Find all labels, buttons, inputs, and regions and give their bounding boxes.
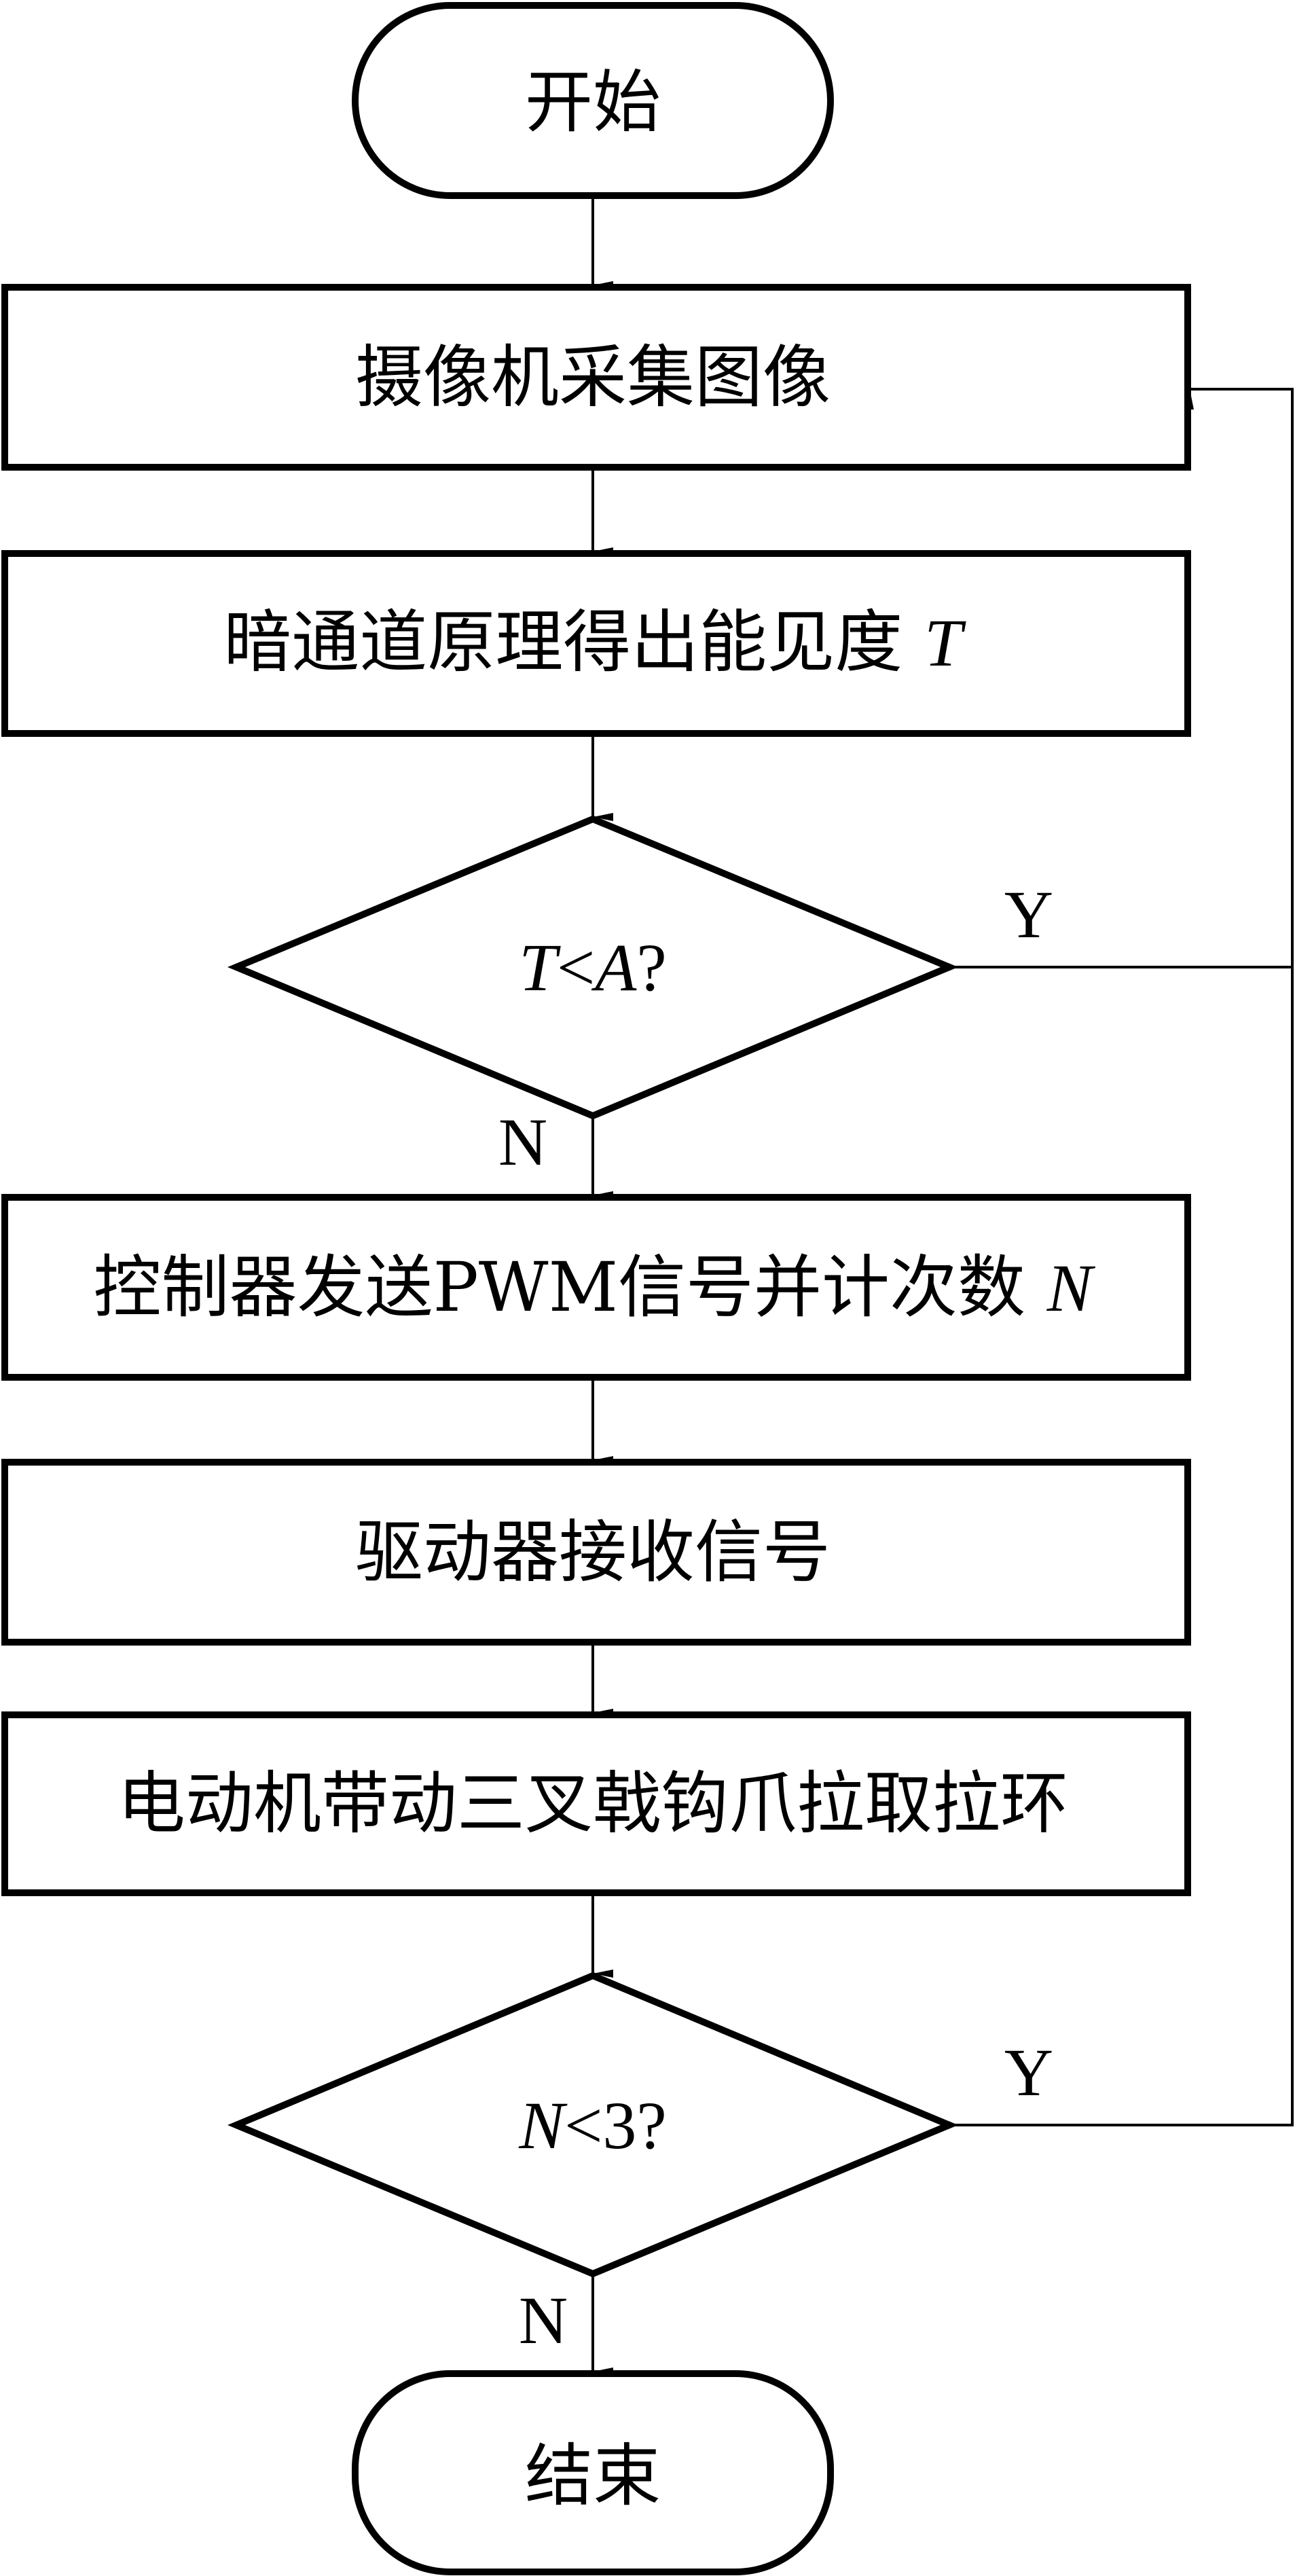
loop-visibility-yes bbox=[949, 388, 1294, 968]
step-camera-capture: 摄像机采集图像 bbox=[1, 284, 1191, 471]
step-driver-receive: 驱动器接收信号 bbox=[1, 1459, 1191, 1646]
step-dark-channel-visibility: 暗通道原理得出能见度 T bbox=[1, 550, 1191, 737]
end-terminal: 结束 bbox=[352, 2370, 834, 2575]
decision-visibility-yes-label: Y bbox=[1004, 877, 1053, 952]
step-camera-capture-label: 摄像机采集图像 bbox=[355, 338, 831, 417]
decision-visibility-label: T<A? bbox=[519, 930, 667, 1005]
decision-count-no-label: N bbox=[519, 2283, 568, 2358]
decision-count-yes-label: Y bbox=[1004, 2035, 1053, 2110]
start-label: 开始 bbox=[525, 62, 661, 142]
step-controller-pwm: 控制器发送PWM信号并计次数 N bbox=[1, 1194, 1191, 1381]
decision-visibility-threshold: T<A? bbox=[227, 815, 959, 1120]
end-label: 结束 bbox=[525, 2436, 661, 2516]
loop-count-yes bbox=[949, 967, 1294, 2126]
step-driver-receive-label: 驱动器接收信号 bbox=[355, 1512, 831, 1592]
step-motor-trident-hook: 电动机带动三叉戟钩爪拉取拉环 bbox=[1, 1711, 1191, 1896]
step-motor-trident-label: 电动机带动三叉戟钩爪拉取拉环 bbox=[117, 1764, 1068, 1843]
start-terminal: 开始 bbox=[352, 2, 834, 199]
step-dark-channel-label: 暗通道原理得出能见度 T bbox=[223, 602, 966, 682]
decision-count-label: N<3? bbox=[518, 2088, 667, 2163]
step-controller-pwm-label: 控制器发送PWM信号并计次数 N bbox=[94, 1248, 1096, 1327]
decision-visibility-no-label: N bbox=[498, 1104, 547, 1180]
decision-count-threshold: N<3? bbox=[227, 1972, 958, 2278]
